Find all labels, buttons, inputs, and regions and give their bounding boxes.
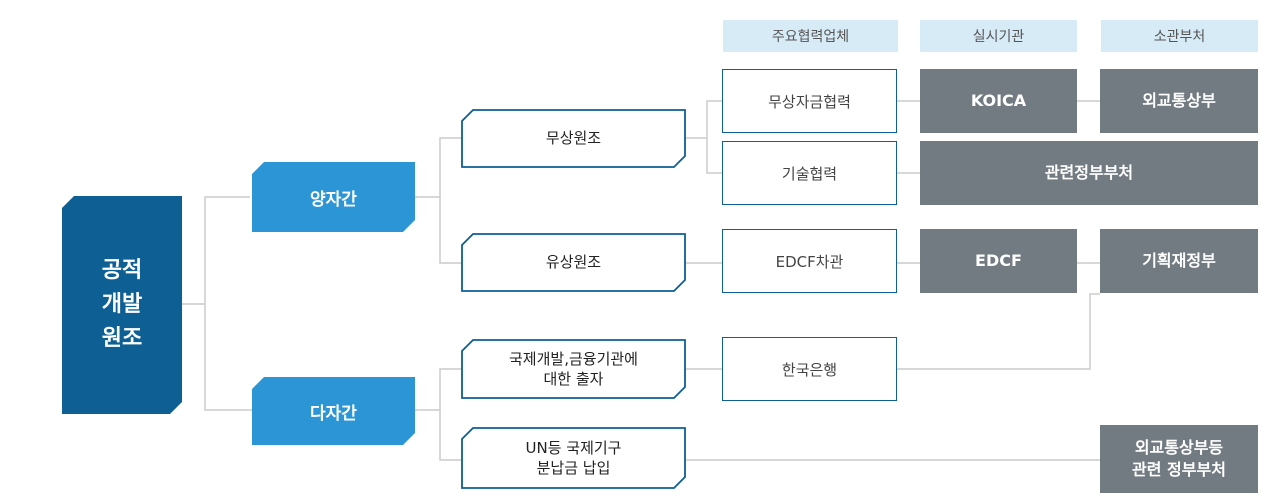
agency-edcf-label: EDCF (975, 250, 1022, 270)
partner-bok: 한국은행 (722, 337, 897, 401)
header-partner: 주요협력업체 (723, 20, 898, 52)
channel-bilateral: 양자간 (252, 162, 415, 232)
intl-box-shape (461, 339, 686, 399)
channel-multilateral-label: 다자간 (310, 403, 357, 424)
ministry-mofa-label: 외교통상부 (1142, 90, 1216, 110)
type-un-label: UN등 국제기구 분납금 납입 (525, 438, 622, 477)
agency-koica: KOICA (920, 69, 1077, 133)
ministry-mosf: 기획재정부 (1100, 229, 1258, 293)
agency-related-label: 관련정부부처 (1044, 162, 1134, 182)
type-loan: 유상원조 (462, 234, 685, 291)
partner-grant-fund-label: 무상자금협력 (768, 92, 851, 111)
ministry-mofa: 외교통상부 (1100, 69, 1258, 133)
header-ministry: 소관부처 (1101, 20, 1258, 52)
agency-koica-label: KOICA (970, 90, 1027, 110)
root-label: 공적 개발 원조 (101, 257, 143, 352)
grant-box-shape (461, 109, 686, 168)
root-oda: 공적 개발 원조 (62, 196, 182, 414)
type-grant: 무상원조 (462, 110, 685, 167)
type-intl-finance-label: 국제개발,금융기관에 대한 출자 (509, 349, 638, 388)
ministry-mofa-related: 외교통상부등 관련 정부부처 (1100, 425, 1258, 493)
agency-related: 관련정부부처 (920, 141, 1258, 205)
partner-tech: 기술협력 (722, 141, 897, 205)
channel-multilateral: 다자간 (252, 377, 415, 445)
type-grant-label: 무상원조 (545, 129, 602, 148)
partner-bok-label: 한국은행 (781, 360, 838, 379)
ministry-mosf-label: 기획재정부 (1142, 250, 1216, 270)
agency-edcf: EDCF (920, 229, 1077, 293)
header-agency: 실시기관 (920, 20, 1077, 52)
type-intl-finance: 국제개발,금융기관에 대한 출자 (462, 340, 685, 398)
partner-edcf-loan-label: EDCF차관 (775, 252, 844, 271)
un-box-shape (461, 427, 686, 489)
partner-tech-label: 기술협력 (781, 164, 838, 183)
partner-grant-fund: 무상자금협력 (722, 69, 897, 133)
type-loan-label: 유상원조 (545, 253, 602, 272)
type-un: UN등 국제기구 분납금 납입 (462, 428, 685, 488)
partner-edcf-loan: EDCF차관 (722, 229, 897, 293)
channel-bilateral-label: 양자간 (310, 189, 357, 210)
ministry-mofa-related-label: 외교통상부등 관련 정부부처 (1132, 437, 1226, 479)
loan-box-shape (461, 233, 686, 292)
